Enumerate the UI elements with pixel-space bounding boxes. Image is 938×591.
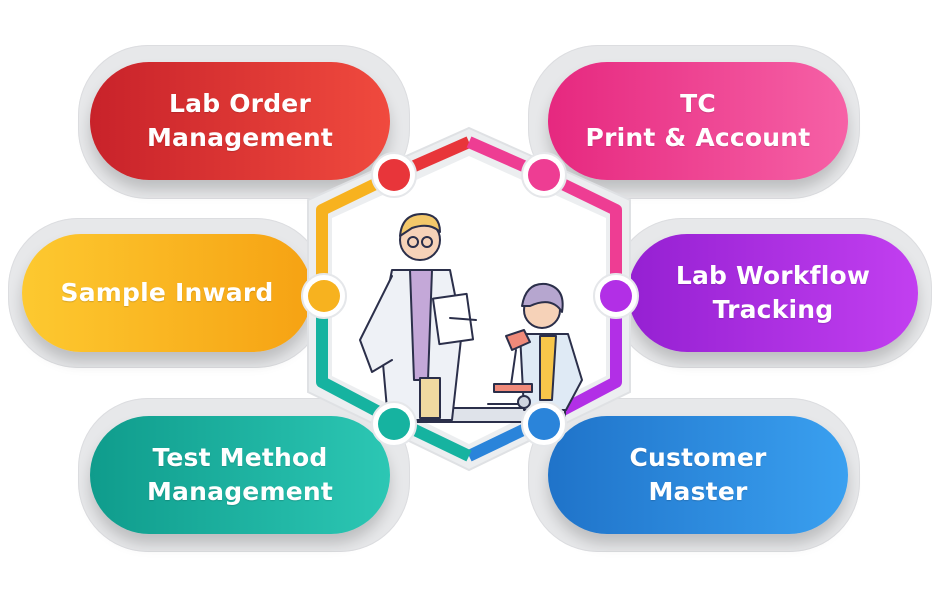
node-lab-workflow: [593, 273, 639, 319]
module-lab-workflow-tracking[interactable]: Lab Workflow Tracking: [628, 234, 918, 352]
ring-segment-orange: [316, 169, 397, 296]
module-label: Lab Order Management: [146, 89, 334, 152]
node-customer-master: [521, 401, 567, 447]
module-label: TC Print & Account: [585, 89, 811, 152]
module-sample-inward[interactable]: Sample Inward: [22, 234, 312, 352]
module-test-method-management[interactable]: Test Method Management: [90, 416, 390, 534]
module-label: Lab Workflow Tracking: [675, 261, 871, 324]
node-tc-print: [521, 152, 567, 198]
node-sample-inward: [301, 273, 347, 319]
ring-segment-pink-right: [541, 169, 622, 296]
module-tc-print-account[interactable]: TC Print & Account: [548, 62, 848, 180]
module-customer-master[interactable]: Customer Master: [548, 416, 848, 534]
module-label: Test Method Management: [146, 443, 334, 506]
node-lab-order: [371, 152, 417, 198]
node-test-method: [371, 401, 417, 447]
ring-segment-teal-left: [316, 296, 397, 426]
module-lab-order-management[interactable]: Lab Order Management: [90, 62, 390, 180]
module-label: Sample Inward: [60, 278, 274, 307]
module-label: Customer Master: [629, 443, 767, 506]
